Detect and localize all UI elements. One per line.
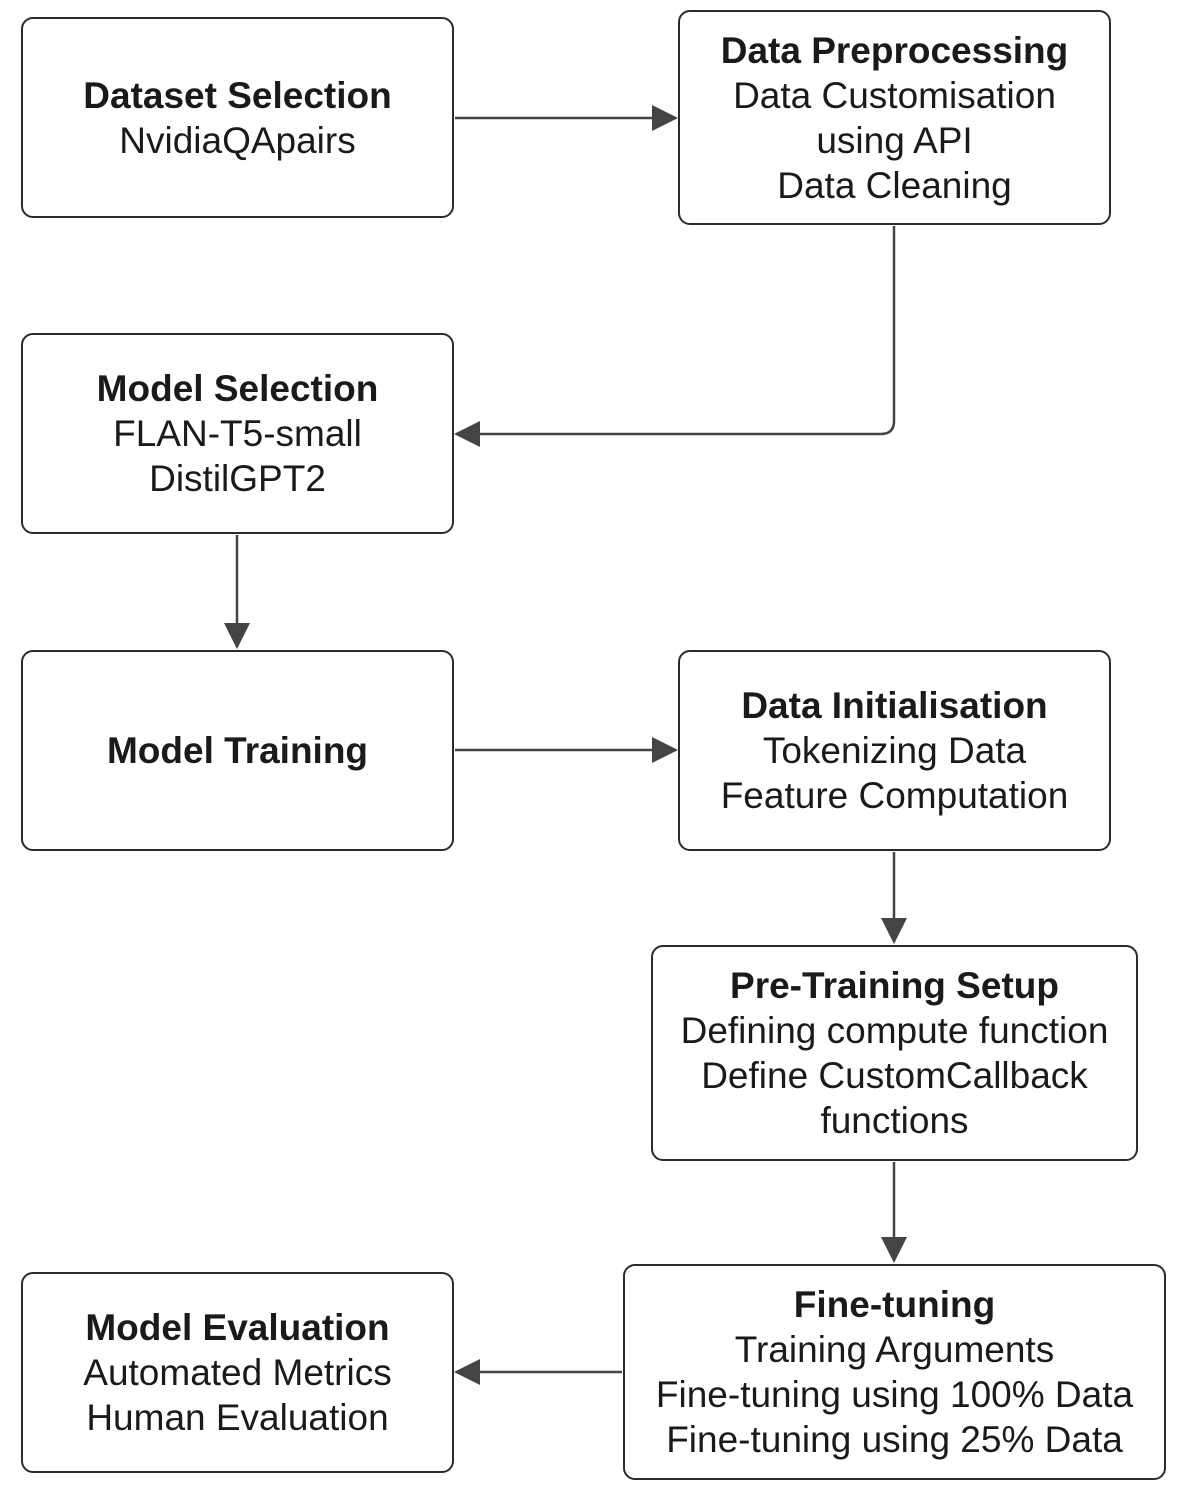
pre-training-setup-title: Pre-Training Setup [730,965,1059,1006]
fine-tuning-line: Fine-tuning using 100% Data [655,1374,1134,1415]
fine-tuning-line: Fine-tuning using 25% Data [666,1419,1123,1460]
pre-training-setup-box: Pre-Training Setup Defining compute func… [651,945,1138,1161]
data-initialisation-title: Data Initialisation [741,685,1048,726]
model-selection-line: DistilGPT2 [149,458,326,499]
model-evaluation-box: Model Evaluation Automated Metrics Human… [21,1272,454,1473]
fine-tuning-title: Fine-tuning [793,1284,996,1325]
dataset-selection-box: Dataset Selection NvidiaQApairs [21,17,454,218]
model-evaluation-line: Automated Metrics [83,1352,392,1393]
pre-training-setup-line: Define CustomCallback [701,1055,1088,1096]
edge-preprocessing-to-model-selection [454,226,896,447]
data-preprocessing-line: Data Cleaning [777,164,1012,206]
dataset-selection-title: Dataset Selection [83,74,392,116]
model-evaluation-title: Model Evaluation [85,1307,390,1348]
data-preprocessing-line: using API [816,119,973,161]
data-preprocessing-title: Data Preprocessing [720,29,1069,71]
model-selection-title: Model Selection [96,368,379,409]
model-training-box: Model Training [21,650,454,851]
model-selection-line: FLAN-T5-small [113,413,362,454]
data-initialisation-line: Feature Computation [720,775,1069,816]
data-initialisation-line: Tokenizing Data [762,730,1027,771]
model-training-title: Model Training [106,730,369,771]
data-preprocessing-box: Data Preprocessing Data Customisation us… [678,10,1111,225]
model-selection-box: Model Selection FLAN-T5-small DistilGPT2 [21,333,454,534]
model-evaluation-line: Human Evaluation [86,1397,389,1438]
pre-training-setup-line: Defining compute function [680,1010,1109,1051]
fine-tuning-line: Training Arguments [734,1329,1055,1370]
dataset-selection-line: NvidiaQApairs [119,119,356,161]
data-initialisation-box: Data Initialisation Tokenizing Data Feat… [678,650,1111,851]
pre-training-setup-line: functions [820,1100,969,1141]
fine-tuning-box: Fine-tuning Training Arguments Fine-tuni… [623,1264,1166,1480]
data-preprocessing-line: Data Customisation [733,74,1056,116]
